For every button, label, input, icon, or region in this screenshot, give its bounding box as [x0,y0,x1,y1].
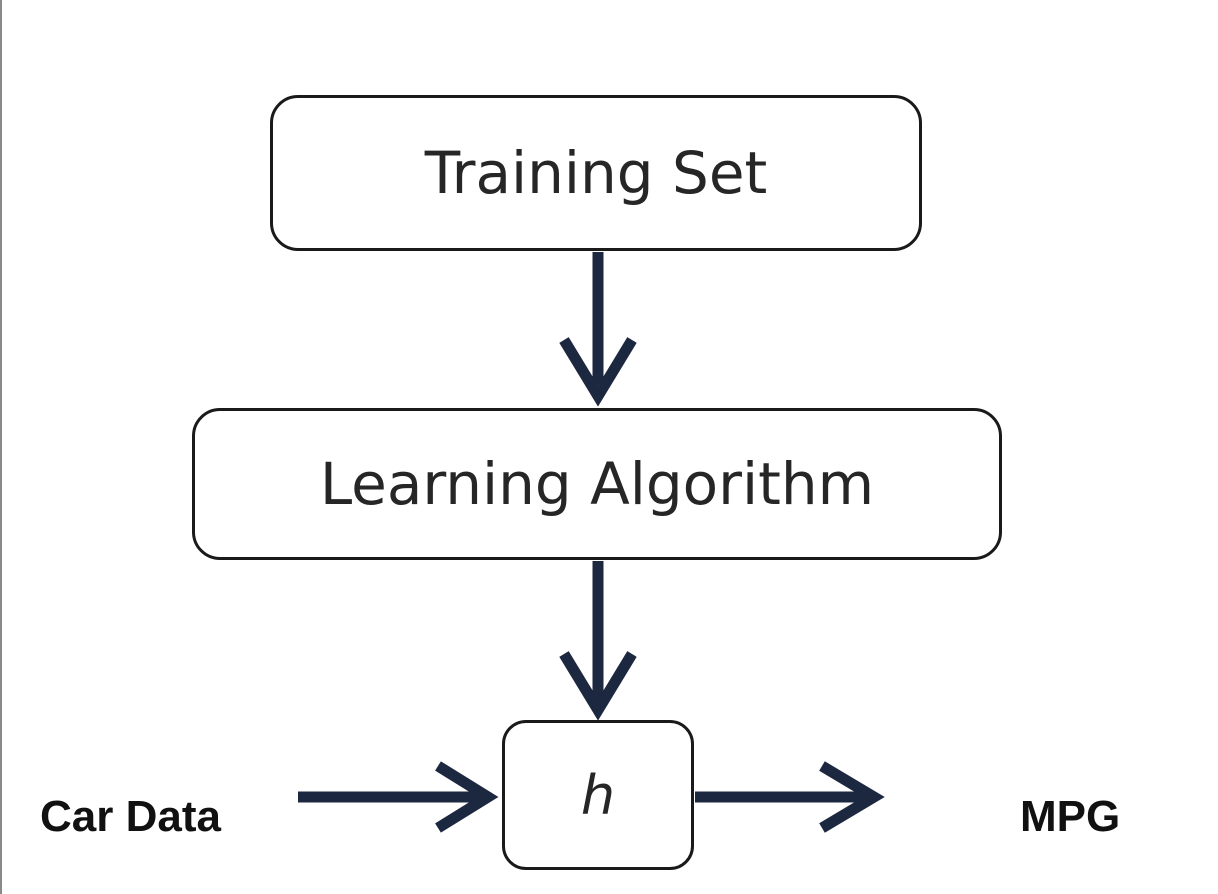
output-label: MPG [1020,792,1121,841]
training-set-box: Training Set [270,95,922,251]
hypothesis-label: h [580,763,616,827]
arrow-input-to-h [298,761,499,833]
arrow-h-to-output [695,761,885,833]
learning-algorithm-box: Learning Algorithm [192,408,1002,560]
arrow-learning-to-h [559,561,637,721]
training-set-label: Training Set [424,139,768,207]
hypothesis-box: h [502,720,694,870]
arrow-training-to-learning [559,252,637,407]
input-label: Car Data [40,792,221,841]
learning-algorithm-label: Learning Algorithm [319,450,875,518]
